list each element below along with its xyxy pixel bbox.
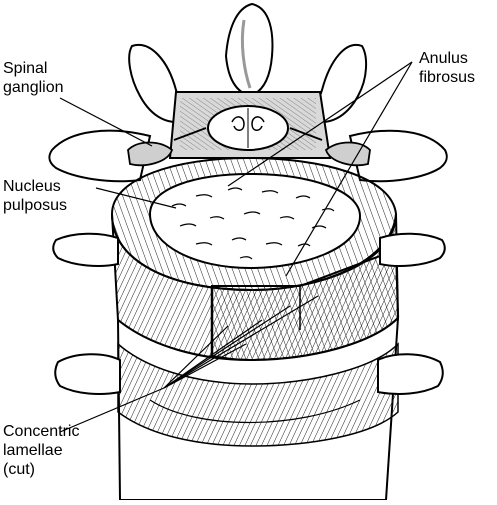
label-anulus-fibrosus: Anulus fibrosus bbox=[419, 49, 475, 87]
lateral-wing-left bbox=[48, 129, 152, 183]
label-nucleus-pulposus-line1: Nucleus bbox=[3, 178, 61, 195]
label-spinal-ganglion-line1: Spinal bbox=[3, 60, 48, 77]
label-spinal-ganglion-line2: ganglion bbox=[3, 79, 64, 96]
spinal-ganglion-right bbox=[324, 141, 371, 167]
lateral-wing-left-middle bbox=[52, 232, 119, 267]
label-concentric-lamellae-line1: Concentric bbox=[3, 423, 80, 440]
label-nucleus-pulposus-line2: pulposus bbox=[3, 197, 68, 214]
label-concentric-lamellae: Concentric lamellae (cut) bbox=[3, 422, 79, 479]
label-nucleus-pulposus: Nucleus pulposus bbox=[3, 177, 67, 215]
transverse-process-left-upper bbox=[128, 43, 188, 123]
label-anulus-fibrosus-line1: Anulus bbox=[419, 50, 468, 67]
leader-lines bbox=[59, 61, 413, 433]
lateral-wing-right-lower bbox=[377, 353, 444, 395]
label-concentric-lamellae-line3: (cut) bbox=[3, 461, 35, 478]
label-anulus-fibrosus-line2: fibrosus bbox=[419, 69, 476, 86]
label-concentric-lamellae-line2: lamellae bbox=[3, 442, 63, 459]
spinal-ganglion-left bbox=[127, 141, 174, 167]
lateral-wing-left-lower bbox=[54, 353, 121, 395]
label-spinal-ganglion: Spinal ganglion bbox=[3, 59, 64, 97]
lateral-wing-right bbox=[348, 129, 448, 183]
lateral-wing-right-middle bbox=[379, 232, 446, 267]
nucleus-texture bbox=[171, 187, 335, 260]
